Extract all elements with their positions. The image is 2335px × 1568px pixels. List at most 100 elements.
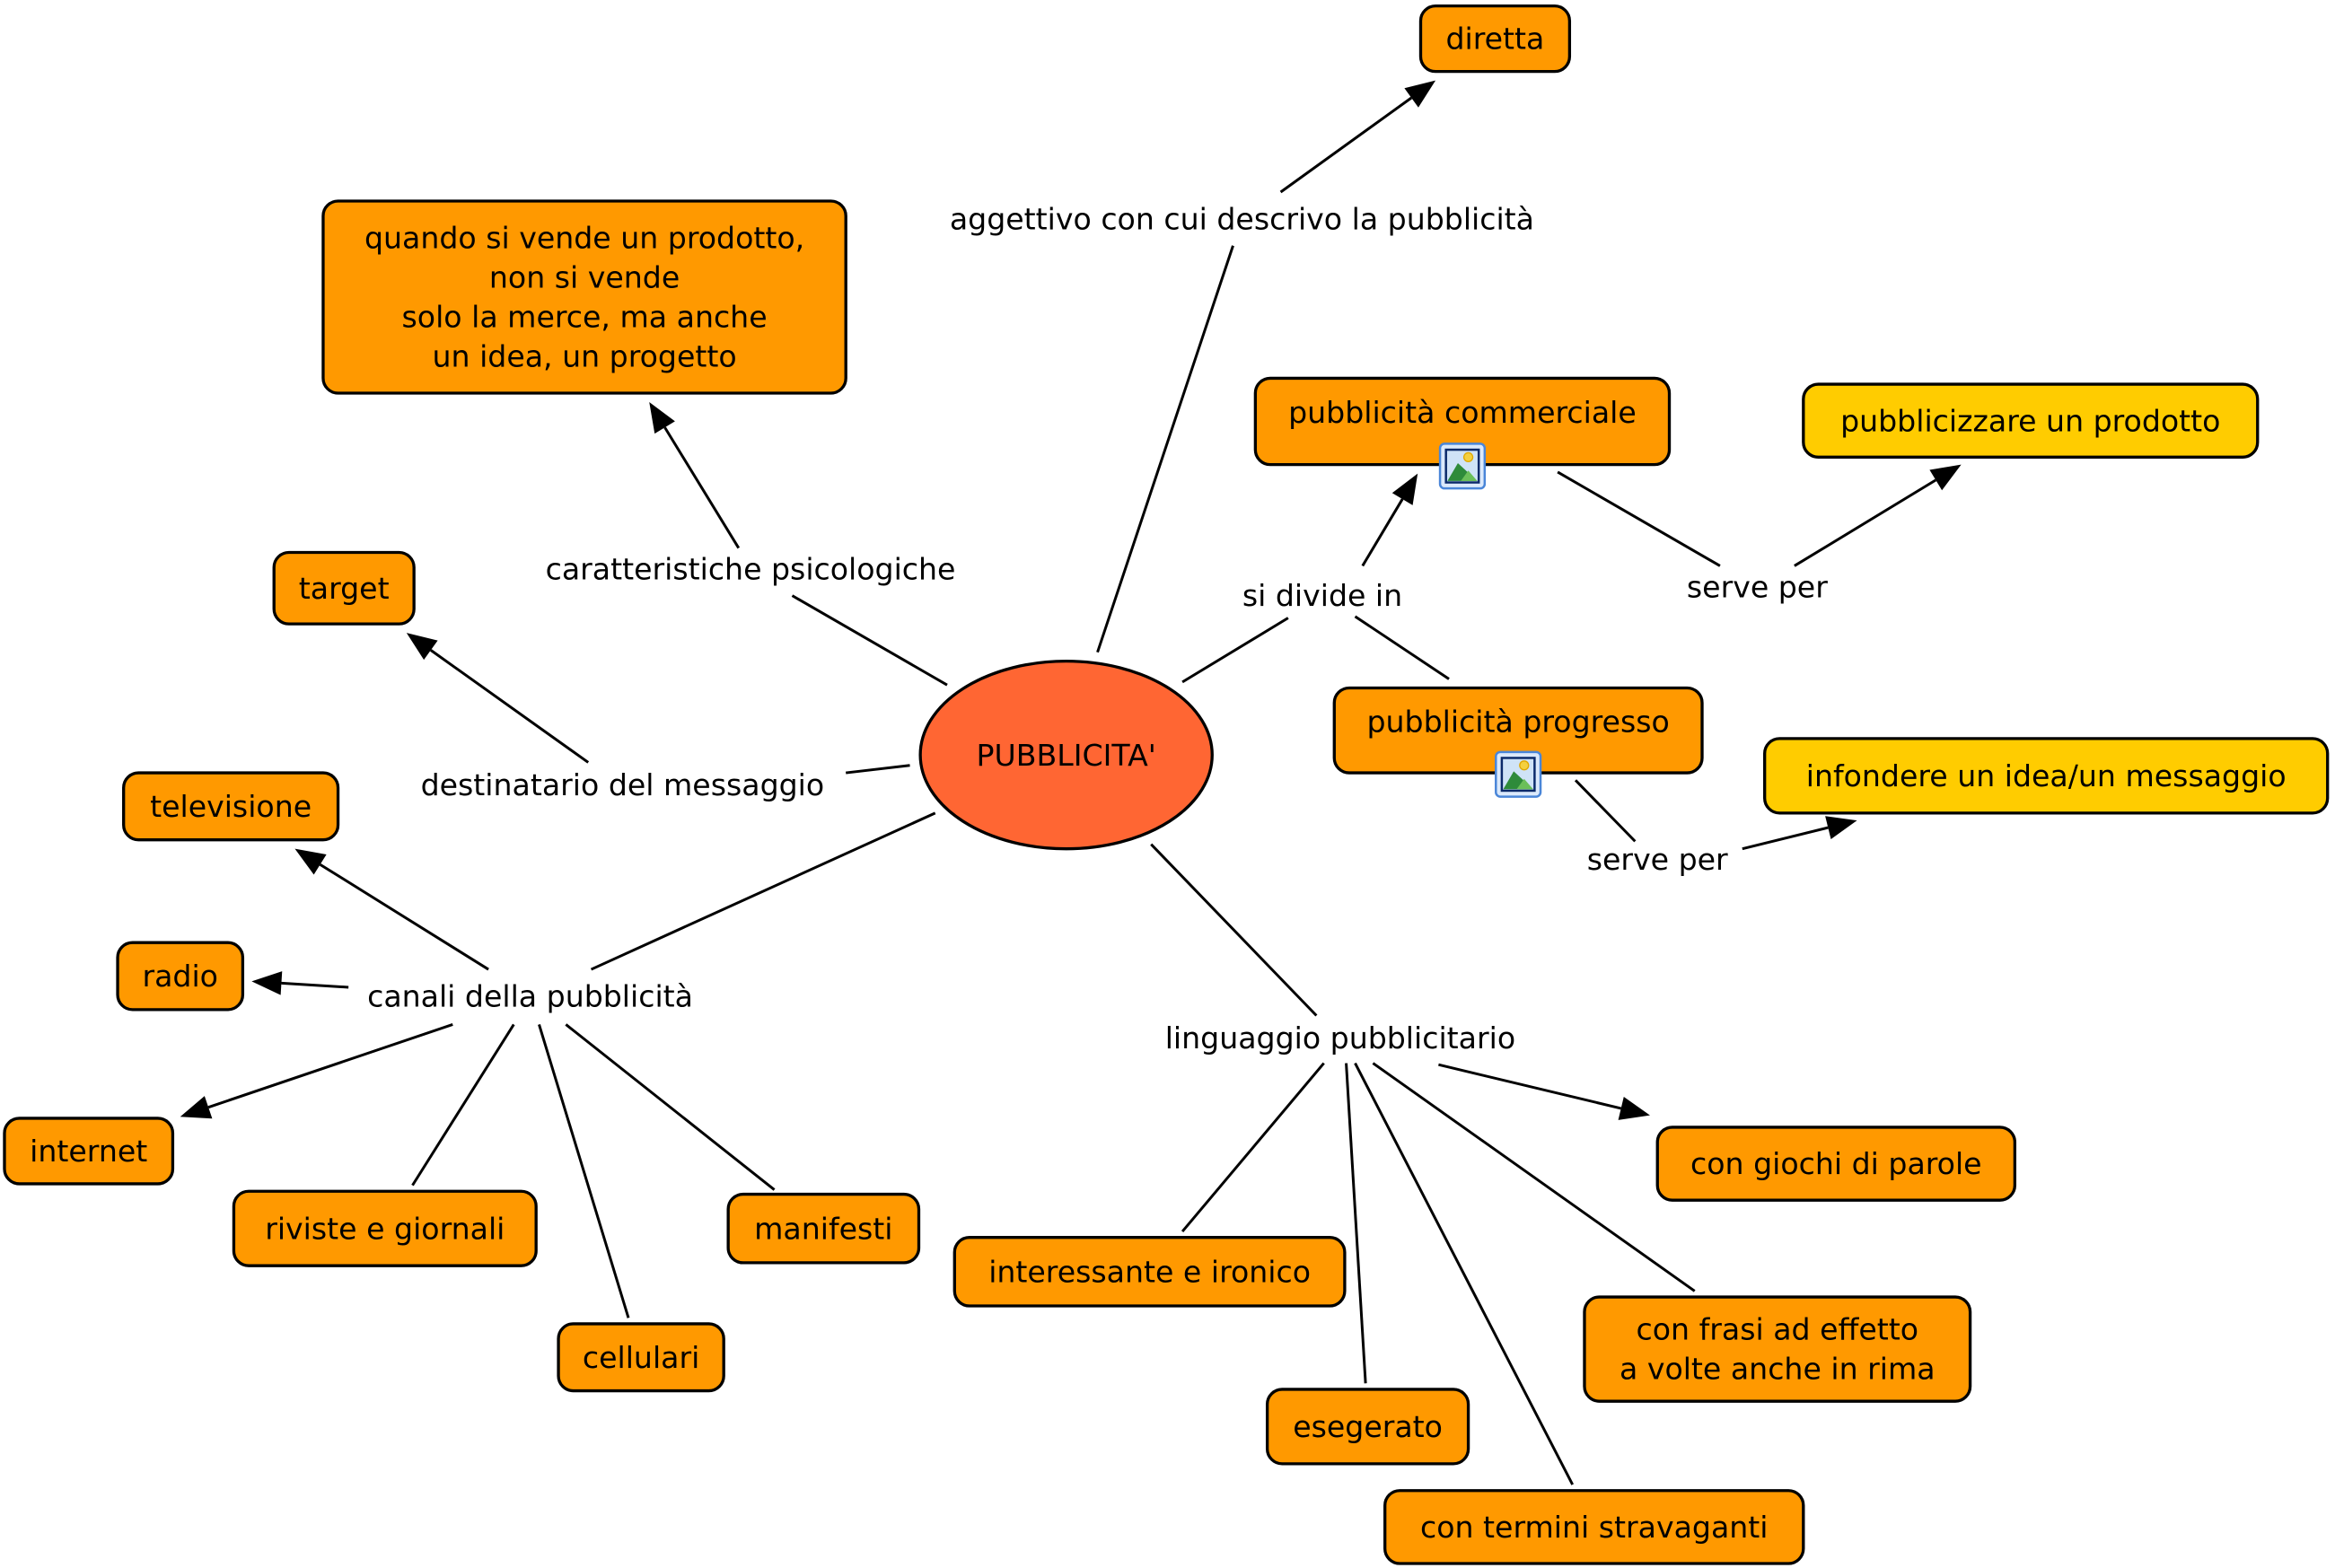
concept-node-quando[interactable]: quando si vende un prodotto, non si vende… (321, 199, 847, 395)
connection-canali-to-radio (251, 971, 349, 995)
connection-canali-to-internet (180, 1023, 453, 1119)
concept-label: con giochi di parole (1690, 1146, 1982, 1181)
concept-node-ironico[interactable]: interessante e ironico (952, 1236, 1347, 1308)
concept-node-prodotto[interactable]: pubblicizzare un prodotto (1802, 382, 2260, 459)
concept-label: diretta (1445, 22, 1544, 57)
concept-node-cellulari[interactable]: cellulari (557, 1322, 725, 1393)
image-attachment-icon[interactable] (1495, 750, 1542, 798)
connection-destinatario-to-target (406, 633, 590, 764)
concept-node-target[interactable]: target (272, 550, 416, 626)
connection-commerciale-to-serve1 (1557, 470, 1721, 567)
concept-node-esegerato[interactable]: esegerato (1265, 1388, 1470, 1466)
central-concept-shape (918, 659, 1214, 851)
linking-phrase-destinatario[interactable]: destinatario del messaggio (421, 767, 825, 802)
concept-box (232, 1189, 538, 1267)
connection-line (1345, 1063, 1367, 1384)
connection-line (1181, 617, 1289, 684)
connection-line (1096, 245, 1234, 653)
concept-node-televisione[interactable]: televisione (122, 771, 340, 842)
concept-box (272, 550, 416, 626)
concept-box (1583, 1295, 1972, 1403)
arrowhead-icon (406, 633, 438, 661)
concept-node-progresso[interactable]: pubblicità progresso (1332, 686, 1704, 798)
connection-line (663, 426, 741, 549)
concept-node-riviste[interactable]: riviste e giornali (232, 1189, 538, 1267)
connection-line (1181, 1062, 1325, 1233)
concept-box (952, 1236, 1347, 1308)
connection-line (846, 764, 910, 775)
connection-line (565, 1023, 776, 1191)
connection-pubblicita-to-psicologiche (791, 594, 948, 687)
concept-box (1265, 1388, 1470, 1466)
concept-node-frasi[interactable]: con frasi ad effetto a volte anche in rim… (1583, 1295, 1972, 1403)
concept-label: a volte anche in rima (1620, 1352, 1936, 1387)
concept-box (122, 771, 340, 842)
connection-pubblicita-to-linguaggio (1150, 843, 1318, 1017)
central-concept-label: PUBBLICITA' (976, 738, 1155, 773)
concept-label: non si vende (489, 260, 680, 295)
concept-label: televisione (150, 789, 312, 824)
concept-node-manifesti[interactable]: manifesti (726, 1192, 921, 1265)
connection-canali-to-manifesti (565, 1023, 776, 1191)
connection-progresso-to-serve2 (1574, 779, 1637, 843)
arrowhead-icon (649, 401, 675, 434)
connection-line (1354, 1062, 1575, 1485)
arrowhead-icon (1404, 80, 1436, 108)
concept-box (1802, 382, 2260, 459)
concept-label: riviste e giornali (265, 1211, 505, 1246)
connection-linguaggio-to-ironico (1181, 1062, 1325, 1233)
connection-divide-to-progresso (1354, 615, 1450, 680)
concept-box (557, 1322, 725, 1393)
concept-box (1655, 1126, 2017, 1202)
connection-linguaggio-to-esegerato (1345, 1063, 1367, 1384)
connection-canali-to-cellulari (538, 1024, 630, 1318)
concept-label: pubblicità commerciale (1288, 395, 1637, 430)
concept-label: target (299, 571, 390, 606)
connection-aggettivo-to-diretta (1279, 80, 1436, 194)
concept-label: con frasi ad effetto (1637, 1312, 1919, 1347)
concept-node-commerciale[interactable]: pubblicità commerciale (1253, 376, 1672, 490)
concept-node-giochi[interactable]: con giochi di parole (1655, 1126, 2017, 1202)
concept-label: pubblicizzare un prodotto (1840, 403, 2220, 438)
concept-node-infondere[interactable]: infondere un idea/un messaggio (1763, 737, 2330, 815)
concept-box (3, 1117, 175, 1186)
connection-pubblicita-to-aggettivo (1096, 245, 1234, 653)
concept-label: cellulari (583, 1340, 699, 1375)
arrowhead-icon (1391, 473, 1418, 505)
connection-line (590, 811, 936, 971)
linking-phrase-serve2[interactable]: serve per (1587, 842, 1728, 877)
linking-phrase-serve1[interactable]: serve per (1687, 569, 1828, 604)
concept-label: interessante e ironico (988, 1254, 1311, 1289)
connection-line (1354, 615, 1450, 680)
concept-label: pubblicità progresso (1367, 704, 1670, 739)
linking-phrase-canali[interactable]: canali della pubblicità (367, 979, 693, 1014)
connection-line (411, 1023, 515, 1187)
connection-divide-to-commerciale (1361, 473, 1418, 567)
linking-phrase-linguaggio[interactable]: linguaggio pubblicitario (1165, 1021, 1515, 1056)
connection-linguaggio-to-termini (1354, 1062, 1575, 1485)
concept-label: con termini stravaganti (1420, 1510, 1769, 1545)
concept-box (726, 1192, 921, 1265)
connection-psicologiche-to-quando (649, 401, 741, 549)
concept-node-termini[interactable]: con termini stravaganti (1383, 1489, 1805, 1565)
linking-phrase-aggettivo[interactable]: aggettivo con cui descrivo la pubblicità (950, 201, 1534, 236)
concept-label: un idea, un progetto (433, 339, 737, 374)
arrowhead-icon (251, 971, 283, 995)
concept-label: infondere un idea/un messaggio (1806, 758, 2287, 793)
arrowhead-icon (180, 1096, 213, 1119)
arrowhead-icon (294, 848, 327, 875)
connections-layer (180, 80, 1962, 1485)
linking-phrase-divide[interactable]: si divide in (1242, 578, 1402, 613)
linking-phrase-psicologiche[interactable]: caratteristiche psicologiche (546, 551, 956, 586)
connection-line (1794, 478, 1937, 567)
concept-node-internet[interactable]: internet (3, 1117, 175, 1186)
arrowhead-icon (1929, 464, 1962, 491)
image-attachment-icon[interactable] (1438, 442, 1487, 490)
connection-linguaggio-to-giochi (1438, 1063, 1650, 1120)
concept-label: quando si vende un prodotto, (364, 221, 804, 256)
concept-node-diretta[interactable]: diretta (1418, 4, 1572, 74)
concept-node-radio[interactable]: radio (116, 941, 245, 1012)
central-concept-node[interactable]: PUBBLICITA' (918, 659, 1214, 851)
connection-line (1279, 96, 1413, 194)
connection-canali-to-riviste (411, 1023, 515, 1187)
